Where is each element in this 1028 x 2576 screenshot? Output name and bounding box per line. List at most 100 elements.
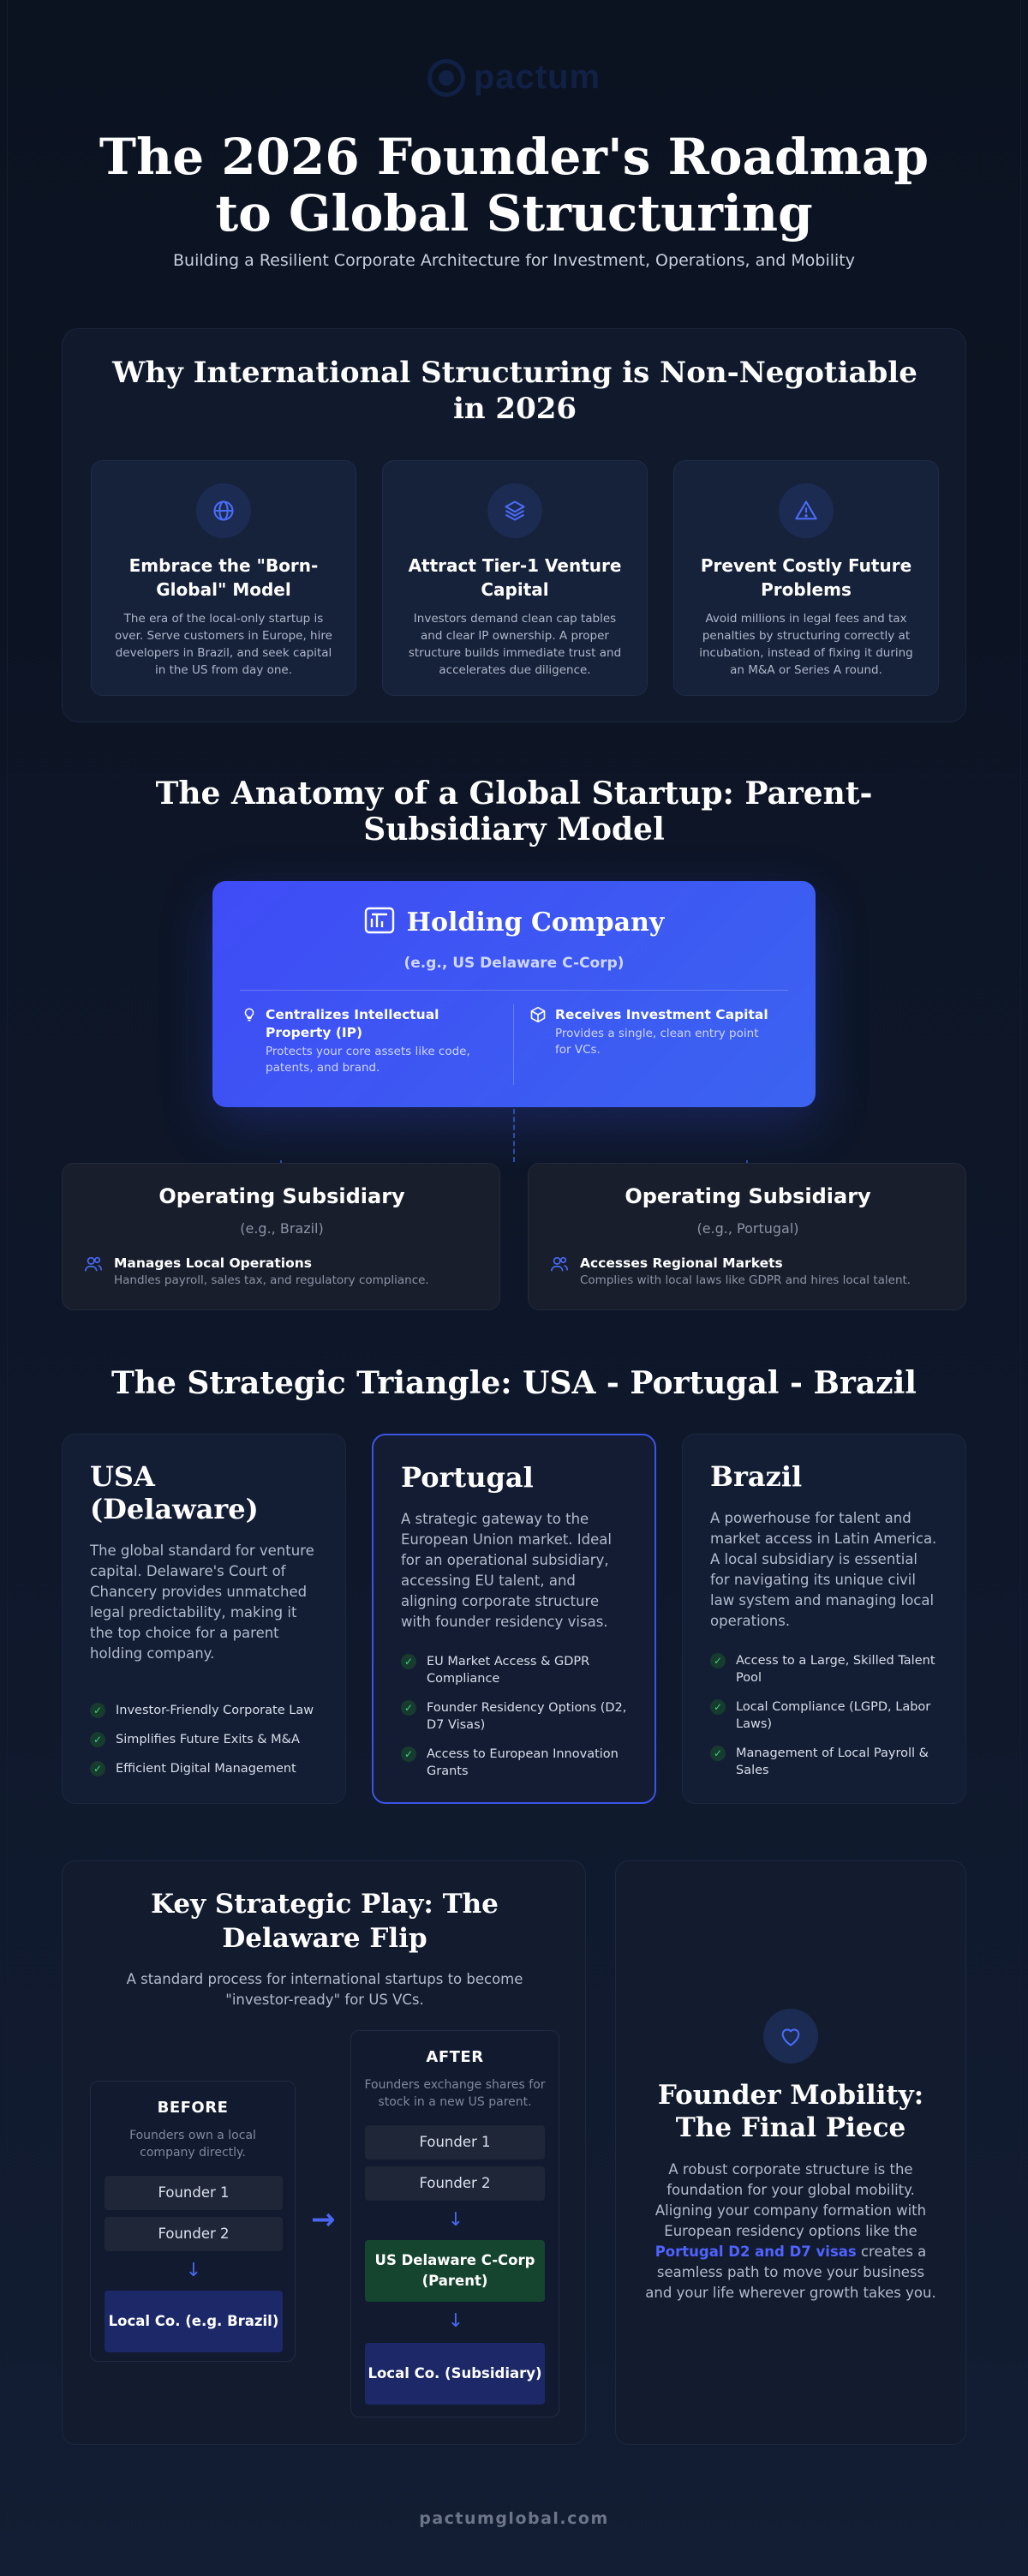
heart-icon bbox=[763, 2009, 818, 2064]
why-card: Prevent Costly Future Problems Avoid mil… bbox=[673, 460, 939, 696]
before-label: BEFORE bbox=[157, 2099, 229, 2117]
why-card-text: The era of the local-only startup is ove… bbox=[115, 612, 332, 677]
why-card-title: Embrace the "Born-Global" Model bbox=[128, 555, 319, 600]
anatomy-section-title: The Anatomy of a Global Startup: Parent-… bbox=[155, 776, 873, 848]
local-company-box: Local Co. (e.g. Brazil) bbox=[105, 2291, 283, 2352]
flip-description: A standard process for international sta… bbox=[126, 1971, 523, 2008]
why-card: Attract Tier-1 Venture Capital Investors… bbox=[382, 460, 648, 696]
holding-company-title: Holding Company bbox=[406, 907, 665, 938]
founder-box: Founder 2 bbox=[365, 2166, 545, 2201]
why-card-text: Investors demand clean cap tables and cl… bbox=[408, 612, 622, 677]
page-title: The 2026 Founder's Roadmap to Global Str… bbox=[99, 128, 929, 243]
building-icon bbox=[364, 907, 395, 938]
holding-feature-title: Centralizes Intellectual Property (IP) bbox=[266, 1007, 439, 1040]
operating-subsidiary-card: Operating Subsidiary (e.g., Portugal) Ac… bbox=[528, 1163, 966, 1310]
users-icon bbox=[549, 1255, 570, 1289]
holding-company-card: Holding Company (e.g., US Delaware C-Cor… bbox=[212, 881, 816, 1107]
list-item: ✓Access to European Innovation Grants bbox=[401, 1746, 632, 1780]
check-icon: ✓ bbox=[90, 1703, 105, 1718]
mobility-text: A robust corporate structure is the foun… bbox=[645, 2161, 936, 2301]
page-frame bbox=[7, 0, 1021, 2576]
check-icon: ✓ bbox=[401, 1654, 416, 1669]
us-parent-box: US Delaware C-Corp (Parent) bbox=[365, 2240, 545, 2302]
arrow-down-icon: ↓ bbox=[447, 2310, 464, 2332]
why-card-title: Attract Tier-1 Venture Capital bbox=[408, 555, 622, 600]
subsidiary-feature-text: Handles payroll, sales tax, and regulato… bbox=[114, 1273, 429, 1287]
check-icon: ✓ bbox=[401, 1700, 416, 1716]
country-name: Portugal bbox=[401, 1461, 534, 1494]
before-text: Founders own a local company directly. bbox=[129, 2129, 256, 2160]
list-item: ✓Investor-Friendly Corporate Law bbox=[90, 1702, 321, 1719]
holding-feature-title: Receives Investment Capital bbox=[555, 1007, 768, 1022]
mobility-title: Founder Mobility: The Final Piece bbox=[657, 2080, 924, 2143]
arrow-down-icon: ↓ bbox=[185, 2260, 202, 2281]
holding-feature: Receives Investment Capital Provides a s… bbox=[529, 1006, 778, 1058]
country-text: A powerhouse for talent and market acces… bbox=[710, 1510, 937, 1629]
subsidiary-title: Operating Subsidiary bbox=[625, 1184, 871, 1208]
country-name: USA (Delaware) bbox=[90, 1460, 259, 1525]
country-text: A strategic gateway to the European Unio… bbox=[401, 1511, 612, 1630]
warning-icon bbox=[779, 483, 834, 538]
country-card-portugal: Portugal A strategic gateway to the Euro… bbox=[372, 1434, 656, 1804]
country-name: Brazil bbox=[710, 1460, 803, 1493]
list-item: ✓Management of Local Payroll & Sales bbox=[710, 1745, 941, 1779]
founder-box: Founder 2 bbox=[105, 2217, 283, 2251]
list-item: ✓Efficient Digital Management bbox=[90, 1760, 321, 1777]
after-label: AFTER bbox=[426, 2048, 484, 2066]
users-icon bbox=[83, 1255, 104, 1289]
why-card-title: Prevent Costly Future Problems bbox=[700, 555, 912, 600]
subsidiary-feature-title: Manages Local Operations bbox=[114, 1255, 313, 1271]
logo-text: pactum bbox=[473, 58, 601, 96]
check-icon: ✓ bbox=[710, 1746, 726, 1761]
divider bbox=[240, 990, 788, 991]
holding-company-header: Holding Company bbox=[212, 907, 816, 938]
subsidiary-example: (e.g., Brazil) bbox=[240, 1220, 324, 1237]
why-card: Embrace the "Born-Global" Model The era … bbox=[91, 460, 356, 696]
local-company-box: Local Co. (Subsidiary) bbox=[365, 2343, 545, 2405]
holding-feature: Centralizes Intellectual Property (IP) P… bbox=[242, 1006, 490, 1076]
country-card-brazil: Brazil A powerhouse for talent and marke… bbox=[682, 1434, 966, 1804]
why-card-text: Avoid millions in legal fees and tax pen… bbox=[699, 612, 913, 677]
arrow-down-icon: ↓ bbox=[447, 2209, 464, 2231]
country-points: ✓Investor-Friendly Corporate Law ✓Simpli… bbox=[90, 1702, 321, 1789]
divider bbox=[513, 1004, 514, 1085]
check-icon: ✓ bbox=[710, 1699, 726, 1715]
operating-subsidiary-card: Operating Subsidiary (e.g., Brazil) Mana… bbox=[62, 1163, 500, 1310]
lightbulb-icon bbox=[242, 1006, 257, 1076]
subsidiary-feature: Accesses Regional Markets Complies with … bbox=[549, 1255, 911, 1289]
subsidiary-feature-text: Complies with local laws like GDPR and h… bbox=[580, 1273, 911, 1287]
holding-feature-text: Protects your core assets like code, pat… bbox=[266, 1045, 470, 1075]
visa-highlight: Portugal D2 and D7 visas bbox=[654, 2244, 857, 2260]
founder-box: Founder 1 bbox=[105, 2176, 283, 2210]
footer-domain: pactumglobal.com bbox=[419, 2509, 609, 2528]
box-icon bbox=[529, 1006, 547, 1058]
why-section: Why International Structuring is Non-Neg… bbox=[62, 328, 966, 722]
check-icon: ✓ bbox=[90, 1761, 105, 1776]
country-points: ✓Access to a Large, Skilled Talent Pool … bbox=[710, 1652, 941, 1791]
logo: pactum bbox=[0, 58, 1028, 97]
holding-company-subtitle: (e.g., US Delaware C-Corp) bbox=[403, 955, 625, 972]
founder-box: Founder 1 bbox=[365, 2125, 545, 2160]
subsidiary-feature-title: Accesses Regional Markets bbox=[580, 1255, 783, 1271]
country-points: ✓EU Market Access & GDPR Compliance ✓Fou… bbox=[401, 1653, 632, 1792]
page-subtitle: Building a Resilient Corporate Architect… bbox=[173, 251, 855, 270]
after-text: Founders exchange shares for stock in a … bbox=[364, 2078, 546, 2109]
after-column: AFTER Founders exchange shares for stock… bbox=[350, 2030, 559, 2417]
layers-icon bbox=[487, 483, 542, 538]
country-text: The global standard for venture capital.… bbox=[90, 1543, 314, 1662]
before-column: BEFORE Founders own a local company dire… bbox=[90, 2081, 296, 2362]
flip-title: Key Strategic Play: The Delaware Flip bbox=[151, 1889, 499, 1954]
subsidiary-example: (e.g., Portugal) bbox=[696, 1220, 799, 1237]
arrow-right-icon: → bbox=[311, 2202, 336, 2237]
globe-icon bbox=[196, 483, 251, 538]
list-item: ✓Simplifies Future Exits & M&A bbox=[90, 1731, 321, 1748]
list-item: ✓Access to a Large, Skilled Talent Pool bbox=[710, 1652, 941, 1686]
holding-feature-text: Provides a single, clean entry point for… bbox=[555, 1027, 759, 1057]
list-item: ✓EU Market Access & GDPR Compliance bbox=[401, 1653, 632, 1687]
subsidiary-title: Operating Subsidiary bbox=[158, 1184, 405, 1208]
country-card-usa: USA (Delaware) The global standard for v… bbox=[62, 1434, 346, 1804]
list-item: ✓Founder Residency Options (D2, D7 Visas… bbox=[401, 1699, 632, 1734]
triangle-section-title: The Strategic Triangle: USA - Portugal -… bbox=[111, 1365, 917, 1401]
check-icon: ✓ bbox=[90, 1732, 105, 1747]
subsidiary-feature: Manages Local Operations Handles payroll… bbox=[83, 1255, 429, 1289]
